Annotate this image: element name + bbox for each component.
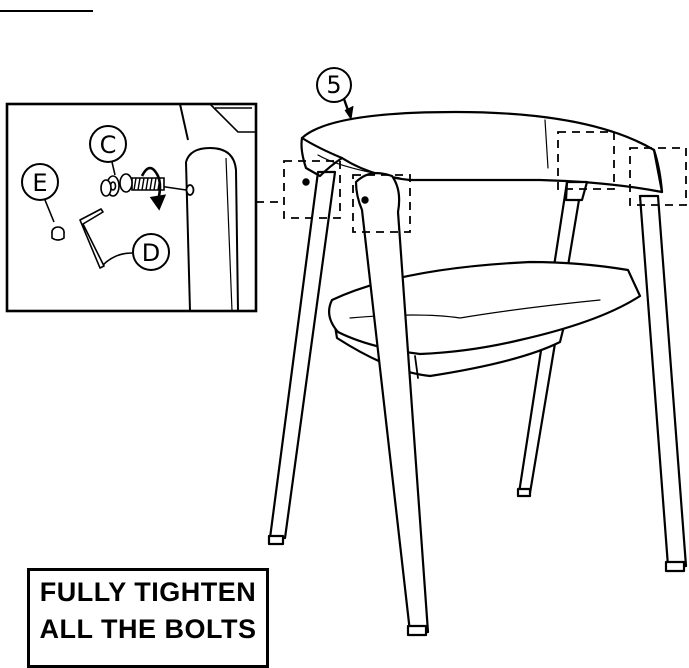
note-line-1: FULLY TIGHTEN xyxy=(39,577,257,607)
assembly-diagram: 5 xyxy=(0,10,688,637)
chair-illustration xyxy=(267,110,688,637)
rear-right-tall-leg xyxy=(638,194,688,573)
highlight-box-4 xyxy=(629,147,687,206)
part-callout-5: 5 xyxy=(316,67,354,121)
svg-text:E: E xyxy=(32,169,47,197)
svg-text:D: D xyxy=(142,239,160,267)
tighten-arrow-icon xyxy=(140,166,167,211)
svg-text:C: C xyxy=(100,131,117,159)
highlight-box-2 xyxy=(352,174,411,233)
back-right-upper-leg xyxy=(564,180,589,202)
callout-e: E xyxy=(21,163,59,201)
cap-icon xyxy=(51,226,65,241)
front-right-leg xyxy=(354,171,430,637)
note-line-2: ALL THE BOLTS xyxy=(39,614,257,644)
front-left-leg xyxy=(267,170,337,546)
allen-key-icon xyxy=(79,208,105,269)
backrest xyxy=(300,110,664,194)
instruction-note: FULLY TIGHTEN ALL THE BOLTS xyxy=(27,568,269,668)
callout-d: D xyxy=(132,233,170,271)
bolt-hardware xyxy=(100,173,187,197)
highlight-box-1 xyxy=(283,160,341,219)
bolt-highlight-boxes xyxy=(283,131,687,233)
callout-c: C xyxy=(89,125,127,176)
highlight-box-3 xyxy=(557,131,615,190)
svg-text:5: 5 xyxy=(326,71,341,99)
detail-inset: C E D xyxy=(5,102,258,313)
